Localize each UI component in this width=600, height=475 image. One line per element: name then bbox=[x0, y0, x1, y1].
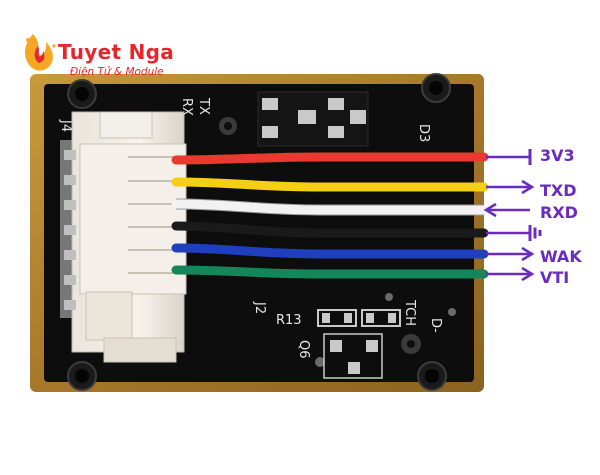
wire-5 bbox=[171, 265, 489, 279]
pin-label-3v3: 3V3 bbox=[540, 146, 575, 165]
pin-arrows bbox=[483, 149, 542, 282]
connector-pins bbox=[64, 150, 76, 310]
silk-q6: Q6 bbox=[296, 340, 311, 359]
pin-label-vti: VTI bbox=[540, 268, 570, 287]
silk-tch: TCH bbox=[402, 299, 417, 326]
brand-tagline: Điện Tử & Module bbox=[70, 66, 164, 78]
brand-logo-text: Tuyet Nga bbox=[58, 40, 175, 64]
wire-1 bbox=[171, 177, 489, 192]
pin-label-txd: TXD bbox=[540, 181, 577, 200]
wire-connector bbox=[60, 111, 187, 363]
silk-d3: D3 bbox=[416, 124, 431, 142]
silk-dminus: D- bbox=[428, 318, 443, 333]
pin-label-rxd: RXD bbox=[540, 203, 578, 222]
wire-0 bbox=[171, 152, 489, 165]
pcb-vias bbox=[219, 117, 456, 367]
pin-arrow-5 bbox=[486, 266, 535, 282]
mounting-holes bbox=[67, 73, 451, 391]
wire-2 bbox=[171, 199, 489, 215]
wire-3 bbox=[171, 221, 489, 238]
silk-j4: J4 bbox=[58, 119, 73, 132]
pin-label-wak: WAK bbox=[540, 247, 582, 266]
pin-arrow-0 bbox=[486, 149, 532, 165]
pin-arrow-4 bbox=[486, 246, 535, 262]
pin-arrow-1 bbox=[486, 179, 535, 195]
smd-pads-bottom bbox=[317, 309, 401, 379]
wire-4 bbox=[171, 243, 489, 259]
silk-j2: J2 bbox=[252, 301, 267, 314]
logo-icon bbox=[24, 34, 56, 71]
smd-chip-top bbox=[257, 91, 369, 147]
pin-arrow-3 bbox=[486, 225, 542, 241]
silk-r13: R13 bbox=[276, 313, 302, 328]
silk-tx: TX bbox=[196, 97, 211, 115]
pin-arrow-2 bbox=[483, 202, 530, 218]
wires bbox=[171, 152, 489, 279]
